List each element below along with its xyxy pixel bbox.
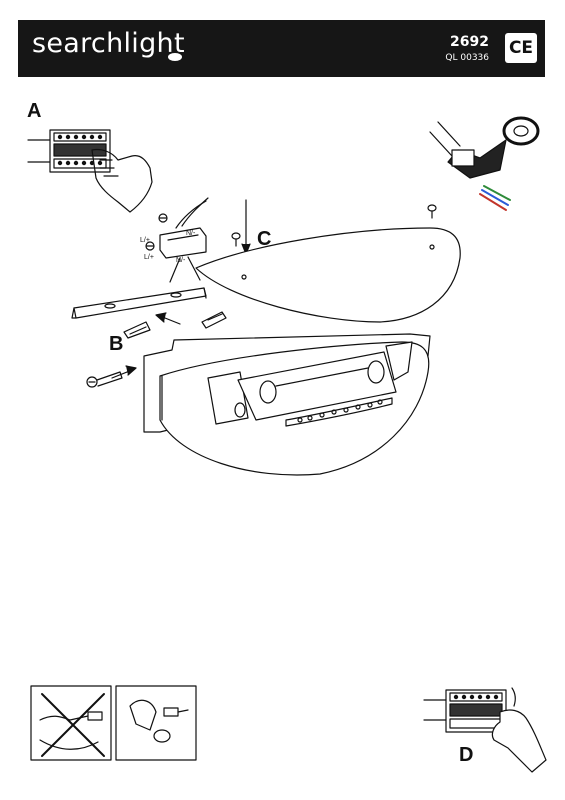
screw-icon bbox=[86, 371, 123, 388]
gloved-hand-bulb-icon bbox=[115, 685, 197, 761]
arrow-down-c bbox=[241, 199, 251, 255]
wall-plug-icon bbox=[123, 311, 227, 339]
mounting-bracket bbox=[71, 287, 207, 319]
no-hand-touch-bulb-icon bbox=[30, 685, 112, 761]
terminal-neutral-label-bottom: N/- bbox=[176, 257, 186, 264]
logo-bulb-mark bbox=[168, 53, 182, 61]
arrow-base bbox=[111, 365, 137, 379]
step-d-label: D bbox=[459, 744, 474, 766]
ce-mark-icon: CE bbox=[505, 33, 537, 63]
earth-symbol-icon bbox=[145, 213, 168, 251]
model-number: 2692 bbox=[450, 34, 489, 50]
lamp-bulb-icon bbox=[275, 367, 393, 427]
header-bar: searchlight 2692 QL 00336 CE bbox=[18, 20, 545, 77]
terminal-neutral-label-top: N/- bbox=[186, 230, 196, 237]
terminal-connector-c bbox=[159, 197, 209, 283]
lamp-cover bbox=[195, 227, 461, 323]
terminal-block-wiring-a bbox=[27, 129, 111, 173]
brand-logo: searchlight bbox=[32, 28, 185, 59]
lamp-holder bbox=[207, 341, 413, 425]
document-code: QL 00336 bbox=[445, 53, 489, 63]
arrow-b bbox=[155, 312, 181, 325]
screw-icon bbox=[231, 204, 437, 247]
insulation-tape-icon bbox=[429, 116, 540, 211]
step-b-label: B bbox=[109, 333, 124, 355]
hand-wiring-icon bbox=[91, 148, 153, 213]
terminal-live-label-bottom: L/+ bbox=[144, 254, 154, 261]
step-a-label: A bbox=[27, 100, 42, 122]
terminal-block-wiring-d bbox=[423, 689, 507, 733]
step-c-label: C bbox=[257, 228, 272, 250]
terminal-live-label-top: L/+ bbox=[140, 237, 150, 244]
hand-wiring-icon bbox=[491, 709, 547, 773]
